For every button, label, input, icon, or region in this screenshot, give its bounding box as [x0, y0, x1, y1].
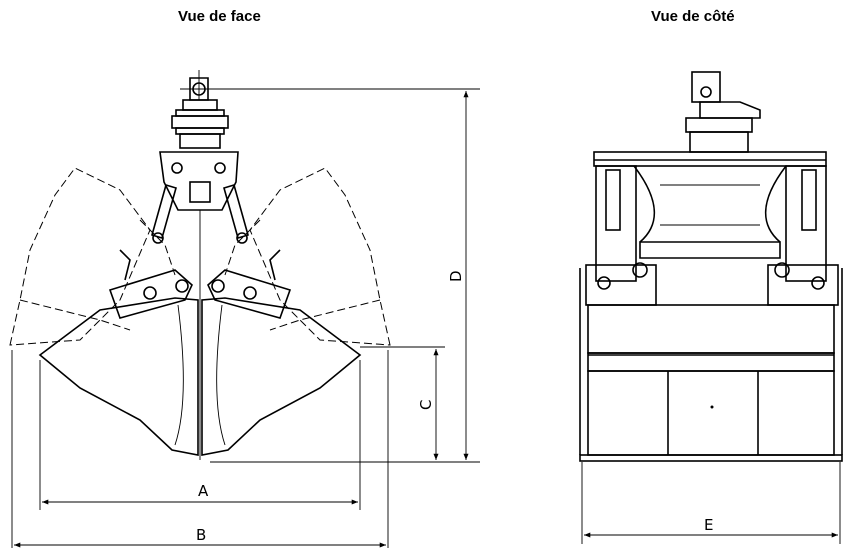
front-view-title: Vue de face: [178, 8, 261, 25]
front-rotator: [171, 70, 240, 149]
dimension-label-a: A: [198, 482, 209, 500]
front-closed-shells: [38, 297, 362, 456]
side-rotator: [685, 71, 761, 153]
front-open-shells: [9, 167, 391, 346]
front-arms: [108, 249, 292, 319]
dimension-label-b: B: [196, 526, 206, 544]
front-head-block: [159, 151, 239, 460]
dimension-label-c: C: [417, 400, 435, 410]
side-frame: [593, 151, 827, 282]
side-bucket: [579, 304, 843, 462]
side-brackets: [579, 262, 843, 455]
side-view-title: Vue de côté: [651, 8, 735, 25]
dimension-label-e: E: [704, 516, 713, 534]
side-view-drawing: [579, 71, 843, 544]
front-view-drawing: [9, 70, 480, 548]
front-cylinders: [151, 183, 249, 244]
dimension-label-d: D: [447, 270, 465, 282]
dimension-e: [581, 462, 841, 544]
dimension-a: [39, 360, 361, 510]
dimension-b: [11, 350, 389, 548]
